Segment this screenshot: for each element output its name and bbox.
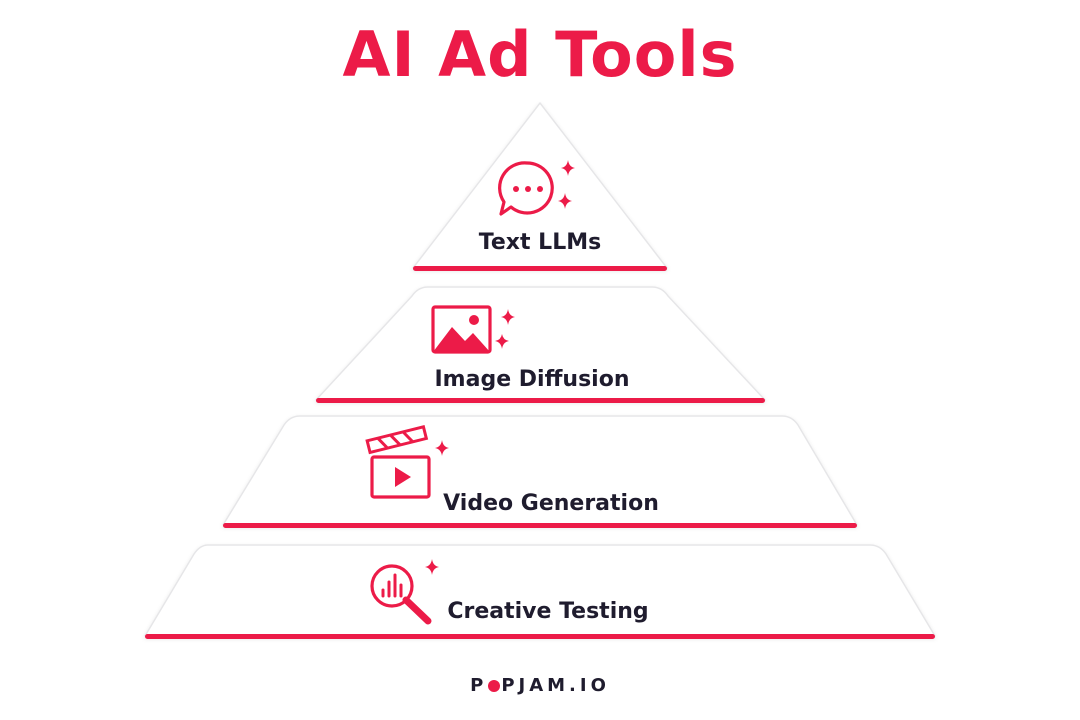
tier-label-image-diffusion: Image Diffusion (435, 367, 630, 392)
sparkle-icon (495, 309, 515, 349)
pyramid-tier-creative-testing: Creative Testing (144, 544, 936, 639)
sparkle-icon (435, 440, 449, 456)
pyramid-tier-image-diffusion: Image Diffusion (315, 286, 766, 403)
brand-logo: P PJAM.IO (0, 675, 1080, 696)
magnifier-chart-icon (370, 564, 432, 625)
tier-label-text-llms: Text LLMs (479, 230, 601, 255)
sparkle-icon (558, 160, 575, 209)
image-icon (431, 305, 492, 354)
sparkle-icon (425, 559, 439, 575)
tier-label-creative-testing: Creative Testing (447, 599, 648, 624)
chat-bubble-icon (498, 161, 554, 216)
clapperboard-icon (365, 424, 431, 499)
tier-label-video-generation: Video Generation (443, 491, 659, 516)
brand-logo-dot-icon (488, 680, 501, 692)
pyramid-tier-text-llms: Text LLMs (412, 102, 668, 271)
brand-logo-suffix: PJAM.IO (501, 675, 610, 696)
pyramid-tier-video-generation: Video Generation (222, 415, 858, 528)
brand-logo-prefix: P (470, 675, 488, 696)
page-title: AI Ad Tools (342, 18, 738, 91)
